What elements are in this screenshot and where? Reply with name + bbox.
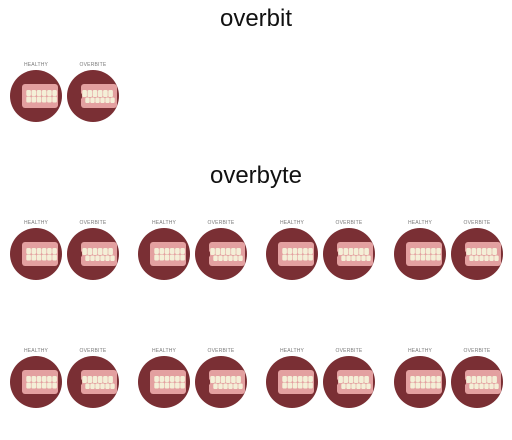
healthy-caption: HEALTHY xyxy=(279,220,305,226)
overbite-caption: OVERBITE xyxy=(463,220,491,226)
teeth-comparison-pair: HEALTHY OVERBITE xyxy=(266,348,378,408)
teeth-bite-icon xyxy=(138,356,190,408)
teeth-bite-icon xyxy=(195,356,247,408)
teeth-bite-icon xyxy=(451,228,503,280)
overbite-caption: OVERBITE xyxy=(463,348,491,354)
healthy-teeth-illustration: HEALTHY xyxy=(394,348,446,408)
teeth-bite-icon xyxy=(10,356,62,408)
teeth-bite-icon xyxy=(394,356,446,408)
teeth-comparison-pair: HEALTHY OVERBITE xyxy=(138,348,250,408)
overbite-teeth-illustration: OVERBITE xyxy=(323,220,375,280)
section-title-overbit: overbit xyxy=(219,5,293,32)
teeth-comparison-pair: HEALTHY OVERBITE xyxy=(10,348,122,408)
teeth-bite-icon xyxy=(266,356,318,408)
healthy-caption: HEALTHY xyxy=(279,348,305,354)
healthy-caption: HEALTHY xyxy=(407,220,433,226)
teeth-comparison-pair: HEALTHY OVERBITE xyxy=(394,220,506,280)
overbite-teeth-illustration: OVERBITE xyxy=(451,220,503,280)
teeth-comparison-pair: HEALTHY OVERBITE xyxy=(266,220,378,280)
teeth-comparison-pair: HEALTHY OVERBITE xyxy=(138,220,250,280)
healthy-teeth-illustration: HEALTHY xyxy=(138,348,190,408)
overbite-caption: OVERBITE xyxy=(207,220,235,226)
healthy-caption: HEALTHY xyxy=(23,348,49,354)
healthy-caption: HEALTHY xyxy=(23,62,49,68)
overbite-teeth-illustration: OVERBITE xyxy=(67,220,119,280)
teeth-bite-icon xyxy=(394,228,446,280)
overbite-teeth-illustration: OVERBITE xyxy=(67,348,119,408)
healthy-teeth-illustration: HEALTHY xyxy=(10,62,62,122)
overbite-teeth-illustration: OVERBITE xyxy=(323,348,375,408)
healthy-teeth-illustration: HEALTHY xyxy=(394,220,446,280)
healthy-caption: HEALTHY xyxy=(151,220,177,226)
teeth-bite-icon xyxy=(10,228,62,280)
overbite-caption: OVERBITE xyxy=(207,348,235,354)
overbite-caption: OVERBITE xyxy=(79,62,107,68)
teeth-bite-icon xyxy=(266,228,318,280)
section-title-overbyte: overbyte xyxy=(209,162,303,189)
teeth-bite-icon xyxy=(67,228,119,280)
overbite-teeth-illustration: OVERBITE xyxy=(195,348,247,408)
teeth-bite-icon xyxy=(195,228,247,280)
overbite-caption: OVERBITE xyxy=(335,348,363,354)
overbite-caption: OVERBITE xyxy=(79,348,107,354)
healthy-teeth-illustration: HEALTHY xyxy=(10,220,62,280)
healthy-teeth-illustration: HEALTHY xyxy=(10,348,62,408)
healthy-caption: HEALTHY xyxy=(23,220,49,226)
teeth-bite-icon xyxy=(67,70,119,122)
teeth-comparison-pair: HEALTHY OVERBITE xyxy=(10,220,122,280)
healthy-teeth-illustration: HEALTHY xyxy=(266,348,318,408)
overbite-caption: OVERBITE xyxy=(79,220,107,226)
teeth-bite-icon xyxy=(67,356,119,408)
teeth-bite-icon xyxy=(323,356,375,408)
overbite-teeth-illustration: OVERBITE xyxy=(195,220,247,280)
teeth-bite-icon xyxy=(10,70,62,122)
healthy-teeth-illustration: HEALTHY xyxy=(266,220,318,280)
teeth-comparison-pair: HEALTHY OVERBITE xyxy=(10,62,122,122)
overbite-teeth-illustration: OVERBITE xyxy=(67,62,119,122)
healthy-teeth-illustration: HEALTHY xyxy=(138,220,190,280)
teeth-bite-icon xyxy=(451,356,503,408)
teeth-bite-icon xyxy=(323,228,375,280)
overbite-caption: OVERBITE xyxy=(335,220,363,226)
healthy-caption: HEALTHY xyxy=(407,348,433,354)
healthy-caption: HEALTHY xyxy=(151,348,177,354)
overbite-teeth-illustration: OVERBITE xyxy=(451,348,503,408)
teeth-bite-icon xyxy=(138,228,190,280)
teeth-comparison-pair: HEALTHY OVERBITE xyxy=(394,348,506,408)
